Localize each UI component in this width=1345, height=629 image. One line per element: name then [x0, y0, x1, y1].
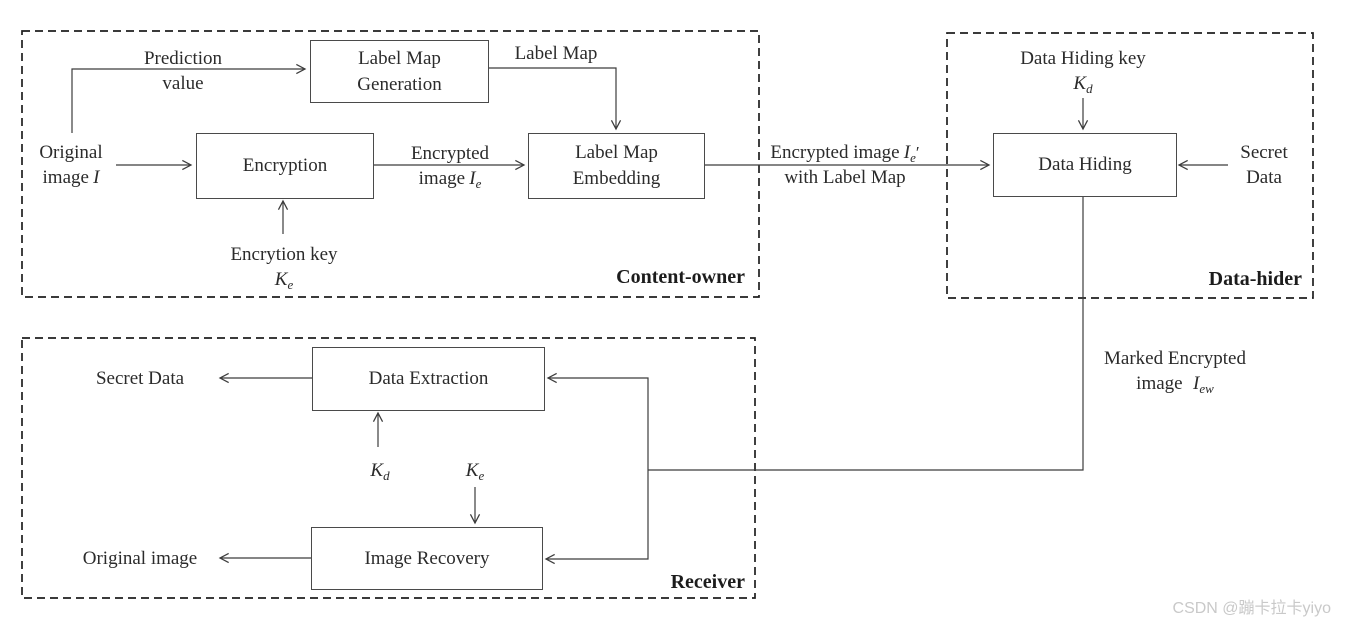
arrow-to-image-recovery [544, 470, 649, 565]
receiver-region-label: Receiver [670, 571, 745, 593]
arrow-label-map-generation-to-embedding [487, 67, 622, 131]
image-recovery-box: Image Recovery [311, 527, 543, 590]
label-map-embedding-label-line2: Embedding [572, 168, 661, 189]
label-map-generation-label-line1: Label Map [358, 47, 441, 69]
content-owner-region-border [21, 30, 760, 298]
receiver-region-border [21, 337, 756, 599]
data-hider-region-label: Data-hider [1208, 268, 1302, 290]
original-image-output-label: Original image [82, 548, 198, 569]
data-extraction-label: Data Extraction [368, 368, 489, 389]
data-hiding-key-label: Data Hiding key Kd [1020, 48, 1146, 96]
data-hiding-box: Data Hiding [993, 133, 1177, 197]
secret-data-input-label: Secret Data [1240, 142, 1288, 188]
kd-key-label: Kd [370, 460, 390, 483]
data-hider-region-border [946, 32, 1314, 299]
wire-marked-encrypted-image [648, 195, 1084, 471]
data-extraction-box: Data Extraction [312, 347, 545, 411]
prediction-value-label: Prediction value [143, 48, 223, 94]
secret-data-output-label: Secret Data [95, 368, 185, 389]
content-owner-region-label: Content-owner [616, 266, 745, 288]
arrow-to-data-extraction [546, 372, 649, 470]
image-recovery-label: Image Recovery [364, 547, 490, 569]
encryption-box: Encryption [196, 133, 374, 199]
label-map-label: Label Map [514, 43, 598, 64]
label-map-embedding-box: Label Map Embedding [528, 133, 705, 199]
data-hiding-label: Data Hiding [1038, 154, 1132, 175]
label-map-generation-label-line2: Generation [357, 73, 442, 95]
label-map-generation-box: Label Map Generation [310, 40, 489, 103]
label-map-embedding-label-line1: Label Map [575, 142, 658, 163]
csdn-watermark: CSDN @蹦卡拉卡yiyo [1172, 600, 1331, 617]
arrow-prediction-to-label-map-generation [71, 63, 307, 133]
encryption-label: Encryption [242, 155, 328, 176]
ke-key-label: Ke [465, 460, 485, 483]
encryption-key-label: Encrytion key Ke [230, 244, 338, 292]
